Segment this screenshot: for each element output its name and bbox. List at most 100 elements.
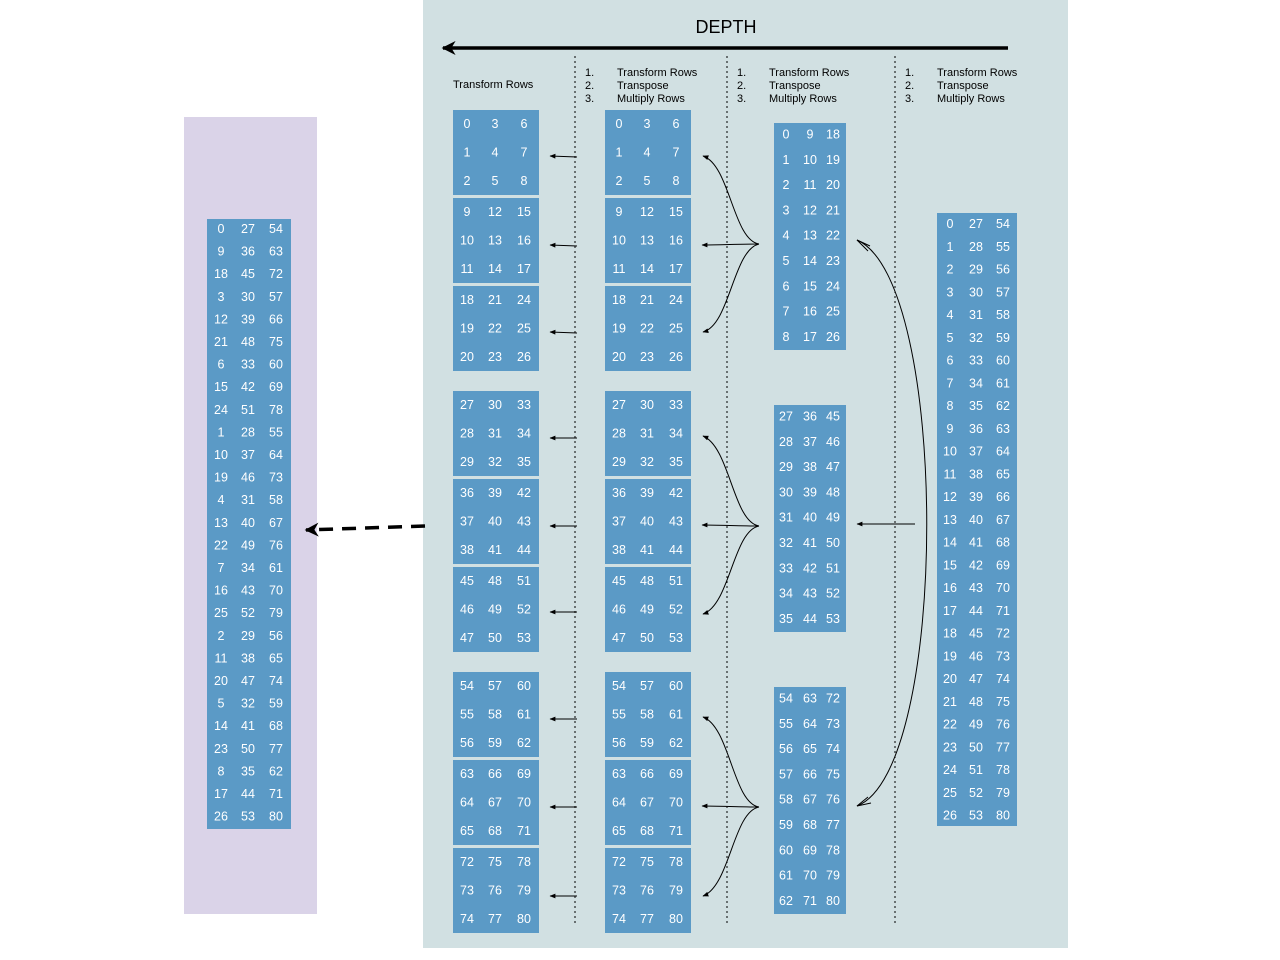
grid-number: 25 bbox=[943, 786, 957, 800]
grid-number: 68 bbox=[803, 818, 817, 832]
grid-number: 9 bbox=[947, 422, 954, 436]
grid-number: 30 bbox=[779, 485, 793, 499]
grid-number: 62 bbox=[269, 764, 283, 778]
grid-number: 37 bbox=[241, 448, 255, 462]
grid-number: 70 bbox=[517, 796, 531, 810]
grid-number: 55 bbox=[460, 708, 474, 722]
grid-number: 68 bbox=[269, 719, 283, 733]
grid-number: 77 bbox=[826, 818, 840, 832]
grid-number: 44 bbox=[669, 543, 683, 557]
grid-number: 43 bbox=[517, 515, 531, 529]
grid-number: 46 bbox=[612, 603, 626, 617]
stage2-tile bbox=[605, 672, 691, 757]
grid-number: 13 bbox=[488, 234, 502, 248]
grid-number: 59 bbox=[488, 736, 502, 750]
grid-number: 38 bbox=[460, 543, 474, 557]
grid-number: 47 bbox=[826, 460, 840, 474]
grid-number: 44 bbox=[517, 543, 531, 557]
grid-number: 76 bbox=[826, 793, 840, 807]
grid-number: 80 bbox=[669, 912, 683, 926]
grid-number: 41 bbox=[241, 719, 255, 733]
grid-number: 74 bbox=[826, 742, 840, 756]
grid-number: 35 bbox=[517, 455, 531, 469]
grid-number: 76 bbox=[269, 538, 283, 552]
grid-number: 32 bbox=[241, 697, 255, 711]
grid-number: 14 bbox=[488, 262, 502, 276]
grid-number: 14 bbox=[214, 719, 228, 733]
grid-number: 57 bbox=[779, 767, 793, 781]
grid-number: 9 bbox=[616, 205, 623, 219]
grid-number: 26 bbox=[517, 350, 531, 364]
stage3-block bbox=[774, 123, 846, 350]
grid-number: 48 bbox=[640, 574, 654, 588]
grid-number: 53 bbox=[669, 631, 683, 645]
grid-number: 8 bbox=[218, 764, 225, 778]
stage2-tile bbox=[605, 198, 691, 283]
grid-number: 45 bbox=[969, 627, 983, 641]
grid-number: 34 bbox=[241, 561, 255, 575]
grid-number: 51 bbox=[241, 403, 255, 417]
grid-number: 64 bbox=[460, 796, 474, 810]
grid-number: 65 bbox=[996, 467, 1010, 481]
grid-number: 36 bbox=[803, 410, 817, 424]
grid-number: 10 bbox=[214, 448, 228, 462]
connector-arrowhead bbox=[856, 796, 872, 807]
grid-number: 29 bbox=[969, 263, 983, 277]
grid-number: 9 bbox=[464, 205, 471, 219]
grid-number: 23 bbox=[214, 742, 228, 756]
stage2-tile bbox=[605, 760, 691, 845]
header-step: Transform Rows bbox=[617, 67, 698, 79]
grid-number: 68 bbox=[488, 824, 502, 838]
grid-number: 73 bbox=[996, 649, 1010, 663]
grid-number: 71 bbox=[669, 824, 683, 838]
grid-number: 8 bbox=[521, 174, 528, 188]
grid-number: 33 bbox=[517, 398, 531, 412]
grid-number: 2 bbox=[616, 174, 623, 188]
grid-number: 21 bbox=[214, 335, 228, 349]
stage1-tile bbox=[453, 198, 539, 283]
grid-number: 18 bbox=[460, 293, 474, 307]
grid-number: 26 bbox=[669, 350, 683, 364]
grid-number: 43 bbox=[803, 587, 817, 601]
grid-number: 24 bbox=[214, 403, 228, 417]
grid-number: 29 bbox=[460, 455, 474, 469]
grid-number: 78 bbox=[826, 843, 840, 857]
grid-number: 18 bbox=[826, 128, 840, 142]
grid-number: 45 bbox=[612, 574, 626, 588]
grid-number: 47 bbox=[612, 631, 626, 645]
grid-number: 0 bbox=[616, 117, 623, 131]
grid-number: 46 bbox=[969, 649, 983, 663]
stage2-tile bbox=[605, 567, 691, 652]
grid-number: 34 bbox=[517, 427, 531, 441]
grid-number: 72 bbox=[826, 692, 840, 706]
grid-number: 23 bbox=[640, 350, 654, 364]
grid-number: 29 bbox=[241, 629, 255, 643]
grid-number: 24 bbox=[826, 279, 840, 293]
grid-number: 20 bbox=[612, 350, 626, 364]
grid-number: 19 bbox=[612, 322, 626, 336]
grid-number: 7 bbox=[947, 376, 954, 390]
grid-number: 16 bbox=[803, 305, 817, 319]
grid-number: 70 bbox=[803, 869, 817, 883]
grid-number: 17 bbox=[669, 262, 683, 276]
grid-number: 22 bbox=[826, 229, 840, 243]
grid-number: 76 bbox=[996, 718, 1010, 732]
grid-number: 76 bbox=[488, 884, 502, 898]
grid-number: 79 bbox=[996, 786, 1010, 800]
grid-number: 2 bbox=[464, 174, 471, 188]
stage1-tile bbox=[453, 286, 539, 371]
grid-number: 48 bbox=[826, 485, 840, 499]
grid-number: 74 bbox=[996, 672, 1010, 686]
grid-number: 4 bbox=[644, 146, 651, 160]
grid-number: 20 bbox=[460, 350, 474, 364]
grid-number: 52 bbox=[517, 603, 531, 617]
grid-number: 6 bbox=[218, 358, 225, 372]
grid-number: 35 bbox=[969, 399, 983, 413]
stage1-tile bbox=[453, 391, 539, 476]
grid-number: 5 bbox=[218, 697, 225, 711]
stage4-column-block bbox=[937, 213, 1017, 826]
grid-number: 69 bbox=[269, 380, 283, 394]
grid-number: 19 bbox=[826, 153, 840, 167]
grid-number: 65 bbox=[612, 824, 626, 838]
grid-number: 59 bbox=[640, 736, 654, 750]
